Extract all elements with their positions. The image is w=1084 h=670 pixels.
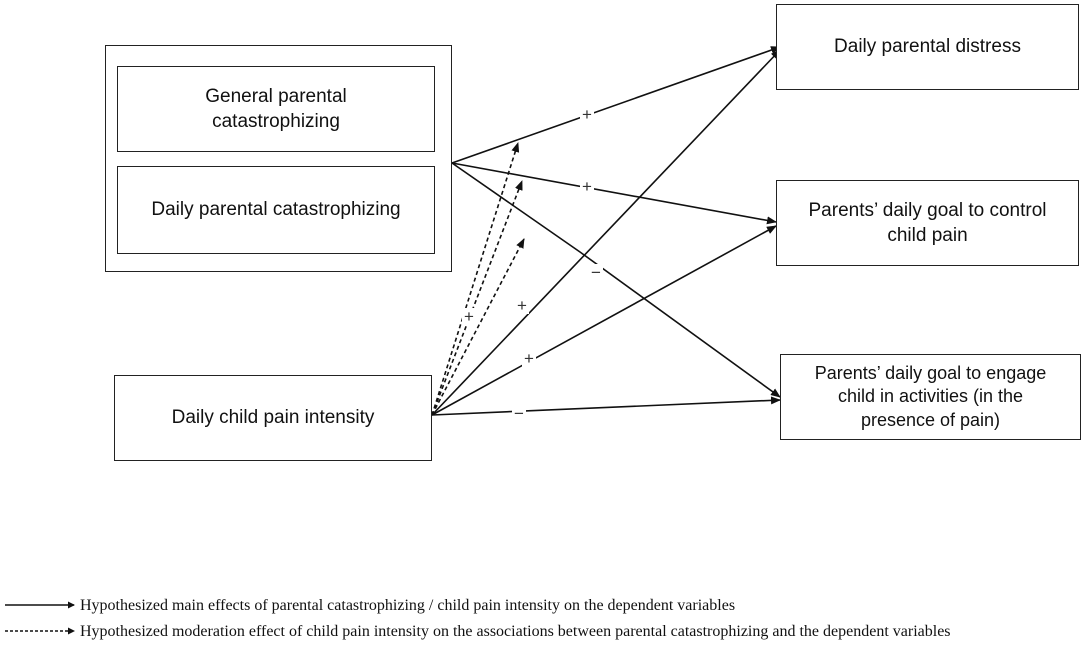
moderation-arrow-3 xyxy=(431,238,525,416)
sign-pain-engage: − xyxy=(512,404,526,423)
legend-dashed-arrow xyxy=(5,627,75,635)
arrow-pain-to-distress xyxy=(431,49,781,416)
distress-label: Daily parental distress xyxy=(834,36,1021,58)
daily-catastrophizing-box: Daily parental catastrophizing xyxy=(117,166,435,254)
legend-solid: Hypothesized main effects of parental ca… xyxy=(4,597,735,615)
arrow-catastrophizing-to-goal-control xyxy=(451,162,777,225)
sign-catastrophizing-engage: − xyxy=(589,263,603,282)
moderation-arrow-1 xyxy=(431,142,520,416)
goal-control-box: Parents’ daily goal to control child pai… xyxy=(776,180,1079,266)
sign-pain-control: + xyxy=(522,349,536,368)
goal-engage-label: Parents’ daily goal to engage child in a… xyxy=(814,363,1047,430)
legend-solid-arrow xyxy=(5,601,75,609)
legend-solid-text: Hypothesized main effects of parental ca… xyxy=(80,597,736,614)
arrow-catastrophizing-to-distress xyxy=(451,46,781,164)
general-catastrophizing-label: General parental catastrophizing xyxy=(205,85,347,132)
arrow-pain-to-goal-engage xyxy=(431,396,781,416)
catastrophizing-group-box xyxy=(105,45,452,272)
child-pain-box: Daily child pain intensity xyxy=(114,375,432,461)
arrow-pain-to-goal-control xyxy=(431,225,777,416)
goal-control-label: Parents’ daily goal to control child pai… xyxy=(808,199,1047,246)
child-pain-label: Daily child pain intensity xyxy=(171,407,375,429)
general-catastrophizing-box: General parental catastrophizing xyxy=(117,66,435,152)
daily-catastrophizing-label: Daily parental catastrophizing xyxy=(151,199,401,221)
sign-pain-distress: + xyxy=(515,296,529,315)
legend-dashed: Hypothesized moderation effect of child … xyxy=(4,623,951,641)
sign-catastrophizing-control: + xyxy=(580,177,594,196)
legend-dashed-text: Hypothesized moderation effect of child … xyxy=(80,623,951,640)
distress-box: Daily parental distress xyxy=(776,4,1079,90)
sign-catastrophizing-distress: + xyxy=(580,105,594,124)
sign-moderation: + xyxy=(462,307,476,326)
arrow-catastrophizing-to-goal-engage xyxy=(451,162,781,398)
goal-engage-box: Parents’ daily goal to engage child in a… xyxy=(780,354,1081,440)
